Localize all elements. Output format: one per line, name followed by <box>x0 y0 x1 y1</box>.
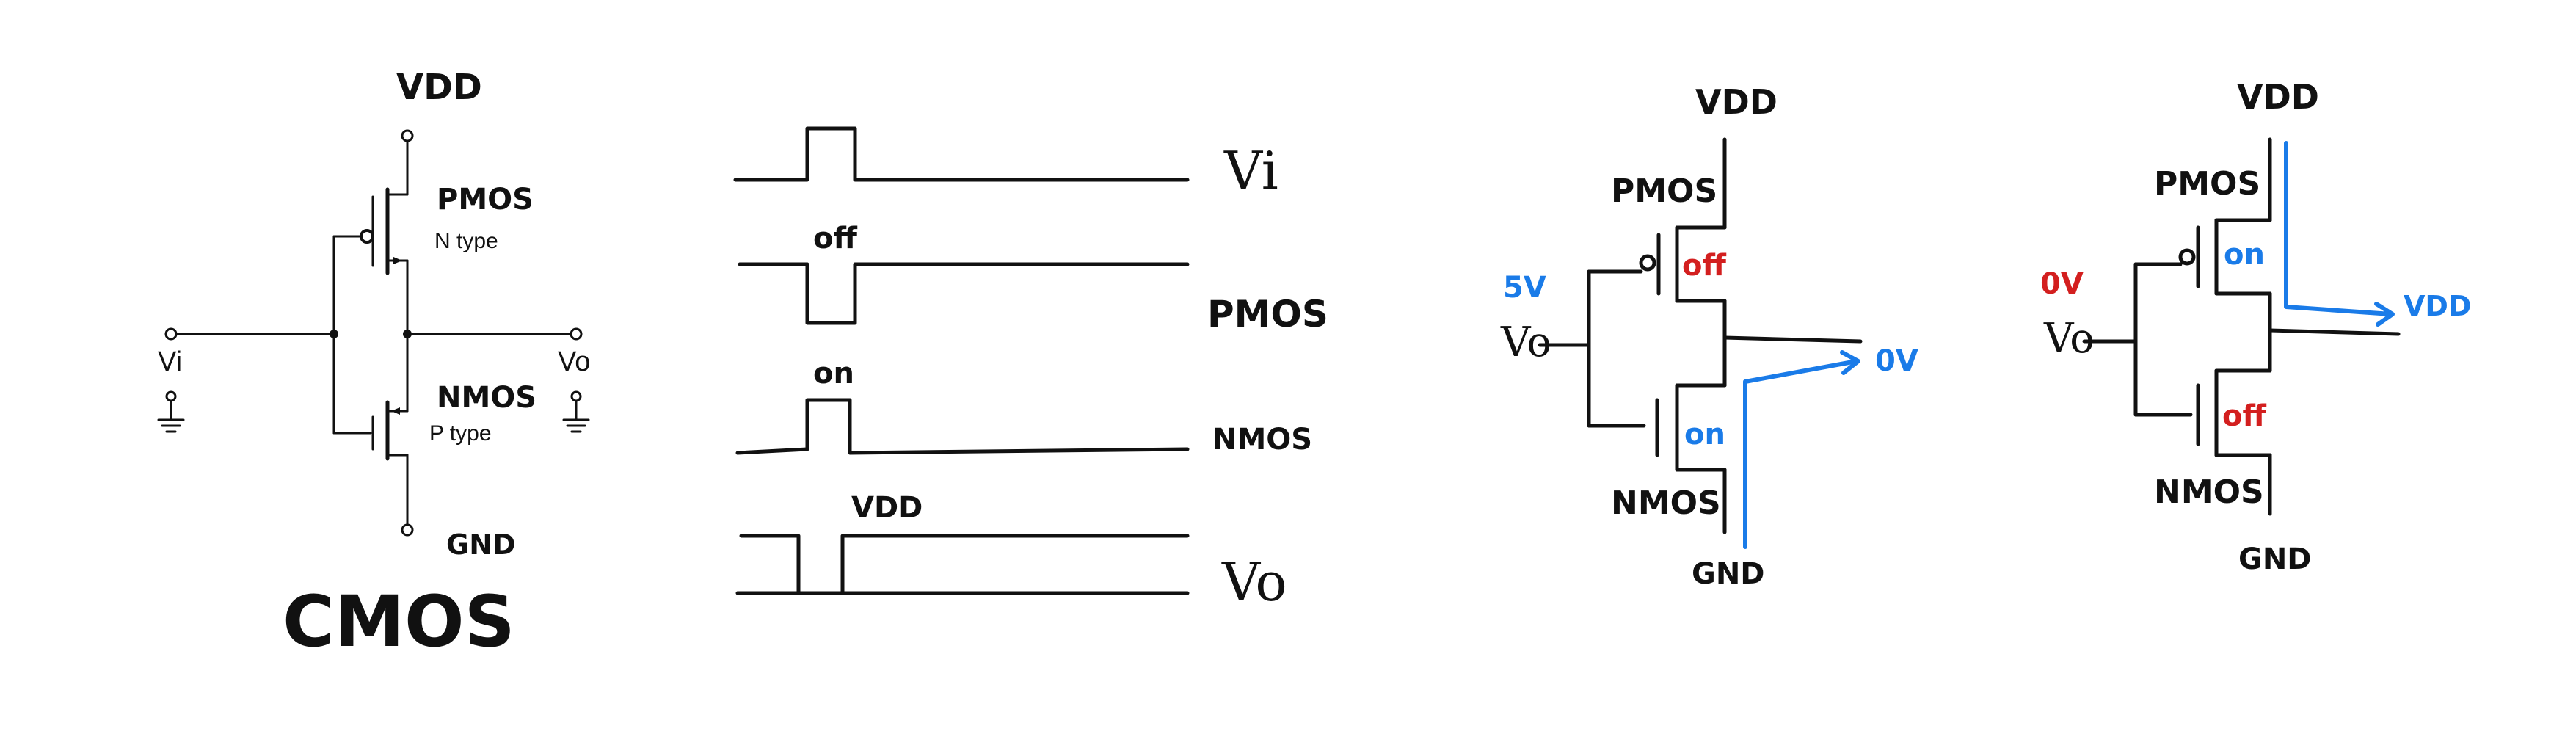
nmos-waveform <box>735 398 1190 455</box>
timing-pmos-label: PMOS <box>1207 293 1328 335</box>
timing-on-label: on <box>813 357 854 390</box>
pmos-transistor <box>360 187 409 275</box>
case-low-vo-label: Vo <box>2043 315 2095 363</box>
timing-vo-label: Vo <box>1221 551 1287 613</box>
nmos-transistor <box>371 400 409 461</box>
case-high-current-arrow <box>1743 350 1860 549</box>
vi-terminal <box>164 327 178 341</box>
timing-nmos-label: NMOS <box>1212 423 1312 457</box>
case-low-nmos-label: NMOS <box>2154 473 2264 511</box>
schematic-vi-label: Vi <box>158 346 182 377</box>
case-input-low: VDD PMOS on 0V Vo off NMOS GND VDD <box>2040 77 2472 576</box>
schematic-nmos-label: NMOS <box>437 381 536 415</box>
case-high-pmos-label: PMOS <box>1611 172 1717 210</box>
vo-waveform <box>739 534 801 595</box>
case-high-vdd-label: VDD <box>1695 82 1778 122</box>
case-high-vo-label: Vo <box>1500 319 1551 366</box>
case-low-pmos-state: on <box>2224 238 2265 272</box>
case-low-pmos-label: PMOS <box>2154 165 2260 203</box>
timing-off-label: off <box>813 222 857 255</box>
case-high-input-value: 5V <box>1503 271 1546 305</box>
case-low-vdd-label: VDD <box>2237 77 2319 117</box>
case-low-nmos-state: off <box>2222 399 2266 433</box>
case-input-high: VDD PMOS off 5V Vo on NMOS GND 0V <box>1500 82 1918 591</box>
vdd-terminal <box>401 129 414 142</box>
case-low-gnd-label: GND <box>2238 542 2312 576</box>
vo-ground-symbol <box>562 390 590 433</box>
case-low-input-value: 0V <box>2040 267 2084 301</box>
vo-terminal <box>570 327 583 341</box>
schematic-pmos-type: N type <box>434 229 498 253</box>
schematic-nmos-type: P type <box>429 421 492 446</box>
case-high-nmos-label: NMOS <box>1611 484 1721 522</box>
vi-waveform <box>733 126 1190 182</box>
case-low-output-value: VDD <box>2404 290 2472 322</box>
cmos-schematic: VDD PMOS N type Vi <box>157 67 590 663</box>
pmos-waveform <box>738 262 1190 325</box>
gnd-terminal <box>401 523 414 537</box>
case-high-gnd-label: GND <box>1692 557 1765 591</box>
case-low-current-arrow <box>2284 141 2395 327</box>
schematic-vo-label: Vo <box>558 346 590 377</box>
case-high-output-value: 0V <box>1875 344 1918 378</box>
timing-diagram: Vi off PMOS on NMOS VDD Vo <box>733 126 1328 613</box>
schematic-vdd-label: VDD <box>396 67 482 108</box>
timing-vdd-label: VDD <box>851 491 923 525</box>
schematic-pmos-label: PMOS <box>437 183 534 217</box>
timing-vi-label: Vi <box>1223 140 1278 202</box>
schematic-title: CMOS <box>283 581 515 663</box>
vi-ground-symbol <box>157 390 185 433</box>
schematic-gnd-label: GND <box>446 528 516 561</box>
case-high-pmos-state: off <box>1682 249 1726 283</box>
case-high-nmos-state: on <box>1684 418 1725 451</box>
